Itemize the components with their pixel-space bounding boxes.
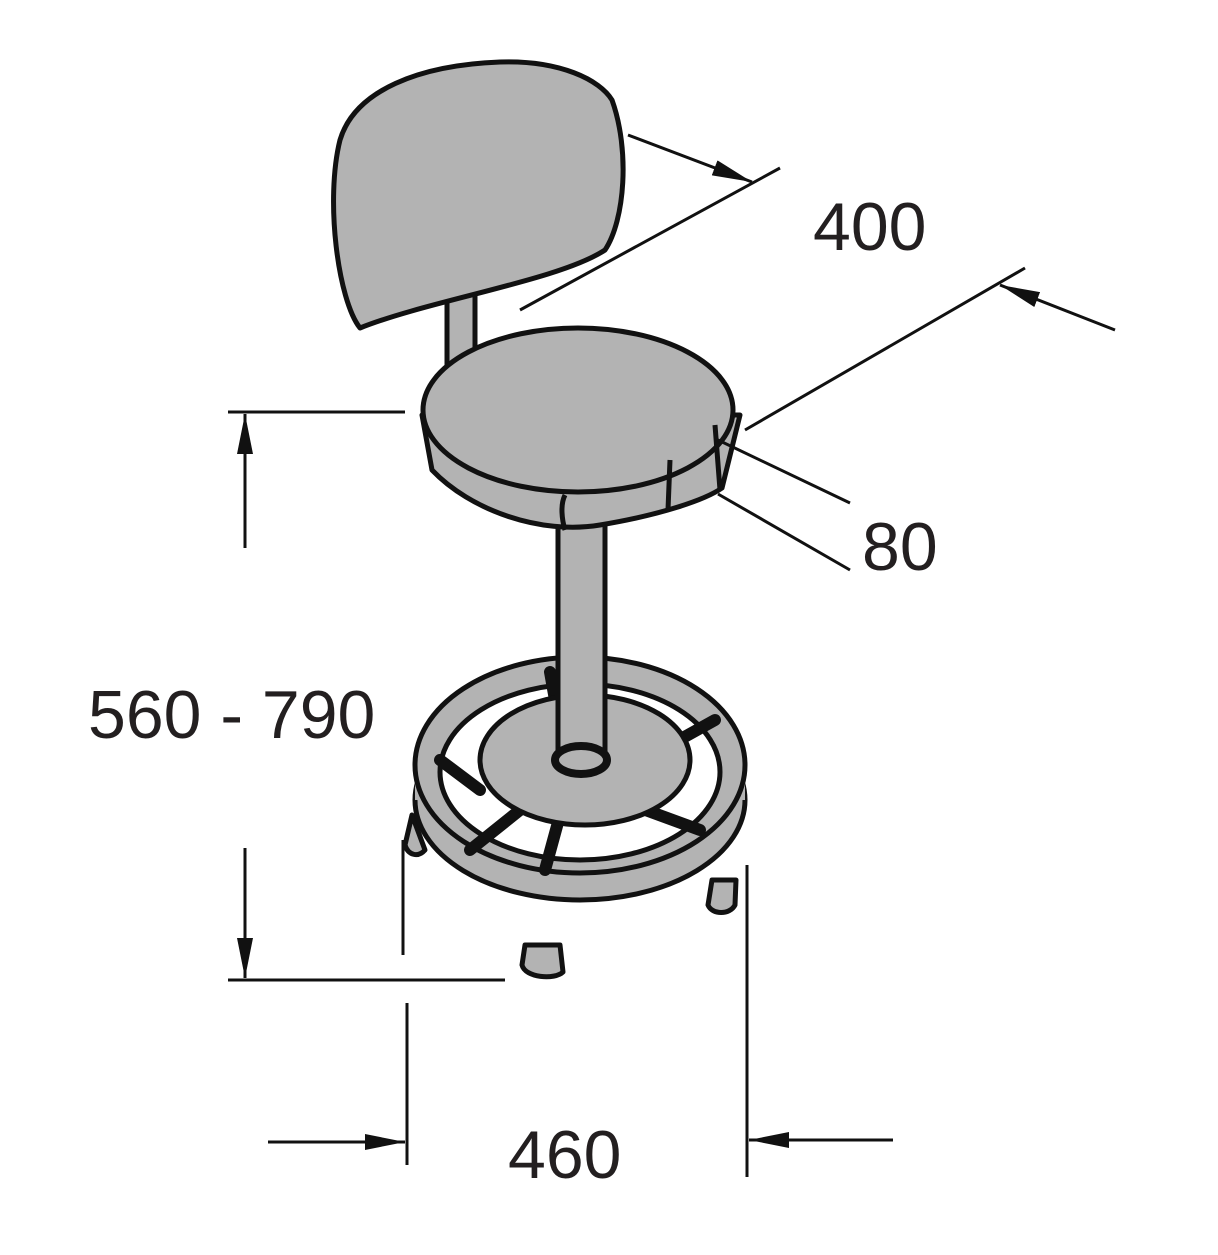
seat	[419, 325, 743, 531]
caster-right	[705, 877, 739, 915]
dimension-backrest-width: 400	[519, 133, 1116, 432]
dimension-seat-height: 560 - 790	[88, 410, 505, 982]
gas-column	[551, 512, 611, 778]
caster-wheels	[402, 812, 739, 980]
caster-front	[519, 942, 566, 980]
caster-left	[402, 812, 428, 858]
label-base-diameter: 460	[508, 1117, 621, 1193]
label-seat-height: 560 - 790	[88, 677, 375, 753]
dimension-seat-thickness: 80	[717, 438, 938, 585]
label-backrest-width: 400	[813, 189, 926, 265]
dimension-base-diameter: 460	[268, 840, 893, 1193]
label-seat-thickness: 80	[862, 509, 938, 585]
backrest	[331, 59, 626, 331]
